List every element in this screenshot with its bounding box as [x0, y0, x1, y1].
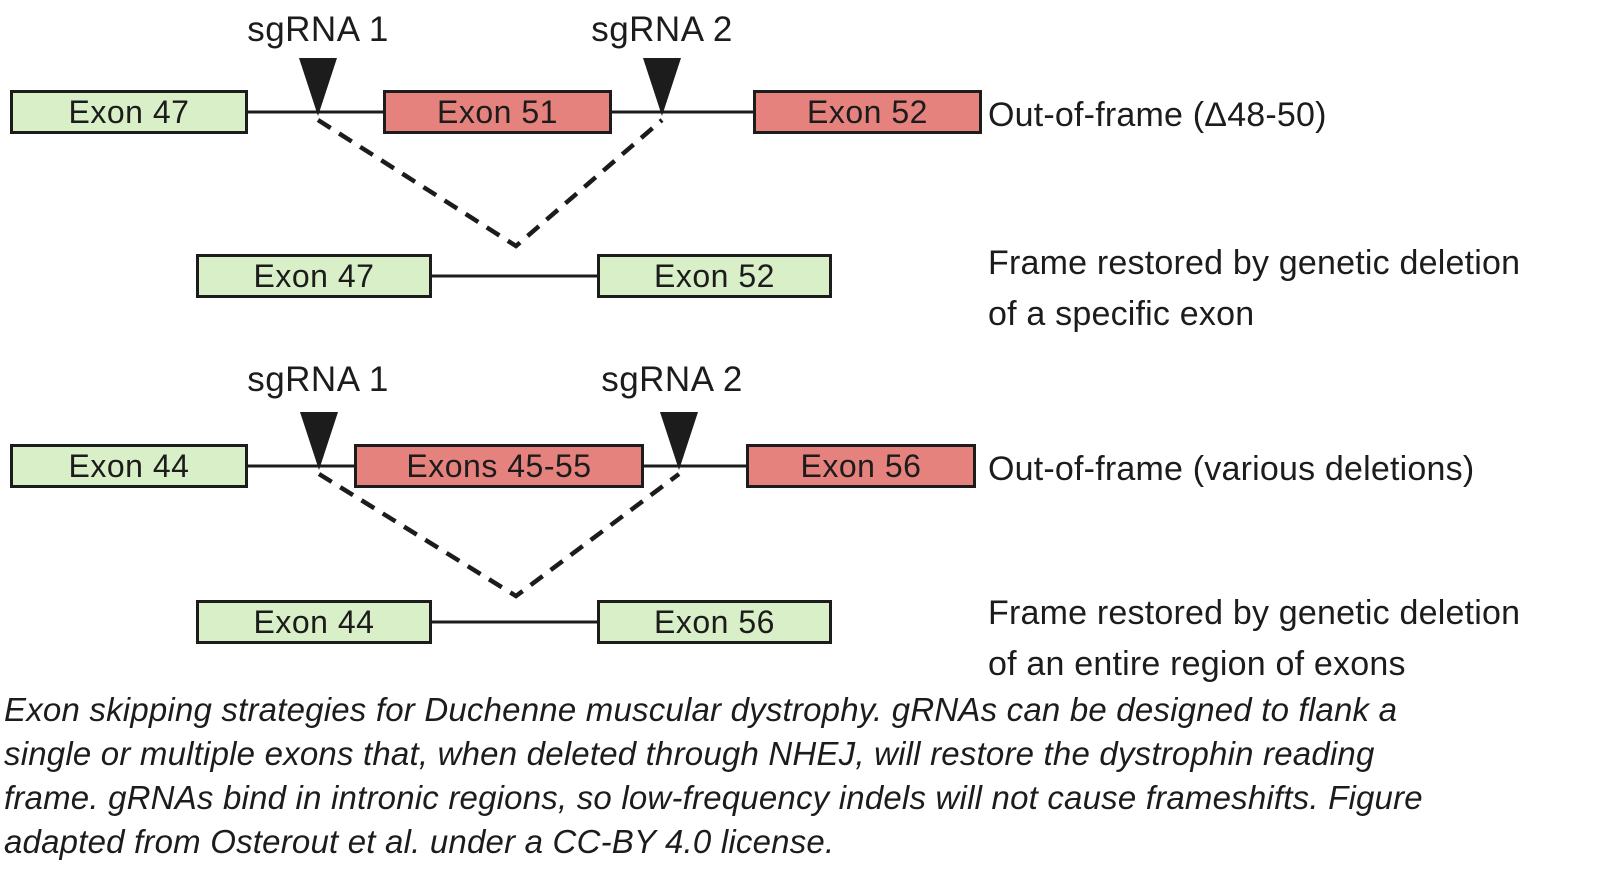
- s1-before-exon-51-box: Exon 51: [383, 90, 612, 134]
- s1-before-annotation: Out-of-frame (Δ48-50): [988, 96, 1327, 134]
- s2-before-exon-44-box: Exon 44: [10, 444, 248, 488]
- s1-deletion-dashed-line: [316, 118, 664, 249]
- s2-before-exons-45-55-box: Exons 45-55: [354, 444, 644, 488]
- s1-before-exon-47-box: Exon 47: [10, 90, 248, 134]
- s1-after-exon-47-box: Exon 47: [196, 254, 432, 298]
- s1-after-exon-52-box: Exon 52: [597, 254, 832, 298]
- s1-before-exon-52-box: Exon 52: [753, 90, 982, 134]
- s2-after-exon-56-box: Exon 56: [597, 600, 832, 644]
- s2-after-annotation: Frame restored by genetic deletion of an…: [988, 594, 1521, 683]
- s1-sgrna1-label: sgRNA 1: [247, 10, 389, 49]
- caption-line-3: frame. gRNAs bind in intronic regions, s…: [4, 779, 1423, 816]
- caption-line-1: Exon skipping strategies for Duchenne mu…: [4, 691, 1398, 728]
- s2-sgrna2-label: sgRNA 2: [601, 360, 743, 399]
- s2-before-annotation: Out-of-frame (various deletions): [988, 450, 1475, 488]
- s2-before-exon-56-box: Exon 56: [746, 444, 976, 488]
- s1-sgrna2-label: sgRNA 2: [591, 10, 733, 49]
- figure-caption: Exon skipping strategies for Duchenne mu…: [4, 688, 1423, 864]
- s2-sgrna1-label: sgRNA 1: [247, 360, 389, 399]
- s2-after-exon-44-box: Exon 44: [196, 600, 432, 644]
- caption-line-4: adapted from Osterout et al. under a CC-…: [4, 823, 835, 860]
- s2-sgrna1-arrow-icon: [300, 412, 338, 470]
- s1-after-annotation: Frame restored by genetic deletion of a …: [988, 244, 1521, 333]
- s1-sgrna2-arrow-icon: [643, 58, 681, 116]
- s2-sgrna2-arrow-icon: [660, 412, 698, 470]
- s1-sgrna1-arrow-icon: [299, 58, 337, 116]
- s2-deletion-dashed-line: [317, 472, 681, 599]
- caption-line-2: single or multiple exons that, when dele…: [4, 735, 1375, 772]
